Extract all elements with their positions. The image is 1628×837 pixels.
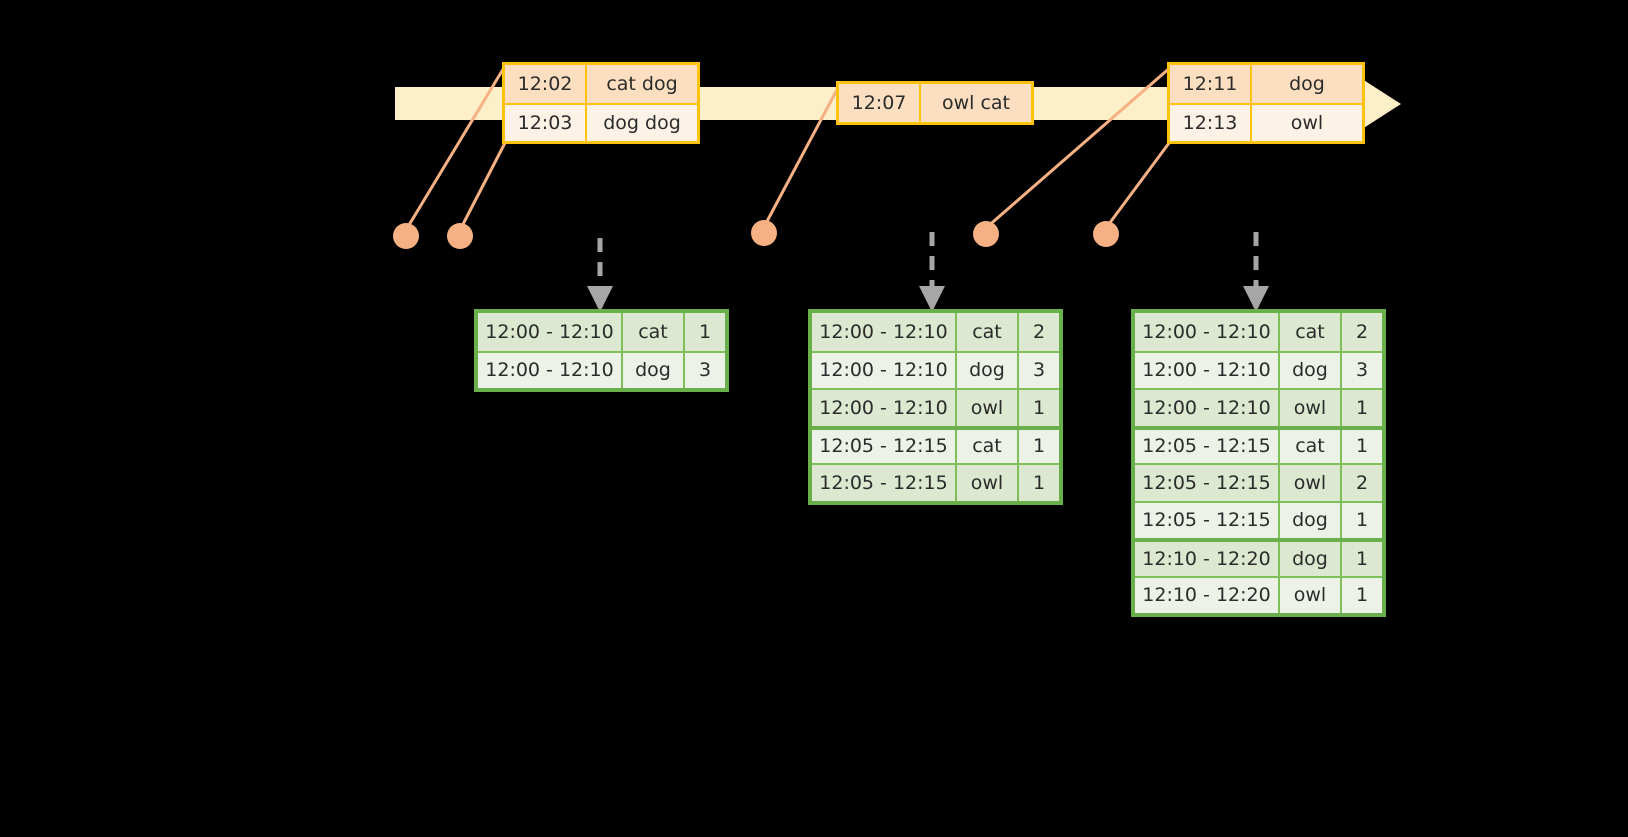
word-cell: dog — [1278, 352, 1340, 388]
count-cell: 3 — [1340, 352, 1382, 388]
event-timestamp: 12:07 — [839, 84, 921, 122]
word-cell: owl — [1278, 465, 1340, 501]
down-arrow-2 — [919, 232, 945, 312]
word-cell: cat — [955, 429, 1017, 463]
event-words: dog dog — [587, 105, 697, 141]
window-cell: 12:05 - 12:15 — [1135, 429, 1278, 463]
word-cell: cat — [1278, 429, 1340, 463]
count-cell: 1 — [1017, 390, 1059, 426]
down-arrow-head-icon — [587, 286, 613, 312]
word-cell: cat — [1278, 313, 1340, 351]
event-timestamp: 12:13 — [1170, 105, 1252, 141]
connector-dot-2 — [447, 223, 473, 249]
word-cell: owl — [1278, 577, 1340, 613]
window-cell: 12:05 - 12:15 — [812, 429, 955, 463]
down-arrow-head-icon — [1243, 286, 1269, 312]
count-cell: 1 — [1340, 542, 1382, 576]
word-cell: owl — [955, 465, 1017, 501]
word-cell: dog — [955, 352, 1017, 388]
window-cell: 12:00 - 12:10 — [812, 352, 955, 388]
count-cell: 1 — [1017, 429, 1059, 463]
word-cell: owl — [955, 390, 1017, 426]
down-arrow-3 — [1243, 232, 1269, 312]
connector-dot-4 — [973, 221, 999, 247]
window-cell: 12:10 - 12:20 — [1135, 577, 1278, 613]
connector-dot-3 — [751, 220, 777, 246]
connector-line-2 — [458, 138, 509, 231]
count-cell: 2 — [1017, 313, 1059, 351]
window-cell: 12:00 - 12:10 — [1135, 352, 1278, 388]
window-cell: 12:05 - 12:15 — [1135, 502, 1278, 538]
window-cell: 12:05 - 12:15 — [1135, 465, 1278, 501]
connector-dot-5 — [1093, 221, 1119, 247]
word-cell: cat — [621, 313, 683, 351]
count-cell: 3 — [1017, 352, 1059, 388]
event-words: cat dog — [587, 65, 697, 103]
window-cell: 12:00 - 12:10 — [478, 352, 621, 388]
window-cell: 12:00 - 12:10 — [812, 313, 955, 351]
word-cell: cat — [955, 313, 1017, 351]
count-cell: 2 — [1340, 465, 1382, 501]
word-cell: dog — [1278, 502, 1340, 538]
connector-dot-1 — [393, 223, 419, 249]
count-cell: 1 — [1340, 390, 1382, 426]
event-words: owl cat — [921, 84, 1031, 122]
event-timestamp: 12:03 — [505, 105, 587, 141]
count-cell: 1 — [1340, 429, 1382, 463]
window-cell: 12:00 - 12:10 — [812, 390, 955, 426]
count-cell: 1 — [1017, 465, 1059, 501]
connector-line-5 — [1104, 138, 1174, 229]
window-cell: 12:00 - 12:10 — [478, 313, 621, 351]
count-cell: 3 — [683, 352, 725, 388]
window-cell: 12:00 - 12:10 — [1135, 390, 1278, 426]
down-arrow-head-icon — [919, 286, 945, 312]
window-cell: 12:10 - 12:20 — [1135, 542, 1278, 576]
count-cell: 2 — [1340, 313, 1382, 351]
word-cell: dog — [1278, 542, 1340, 576]
window-cell: 12:05 - 12:15 — [812, 465, 955, 501]
event-words: owl — [1252, 105, 1362, 141]
event-timestamp: 12:02 — [505, 65, 587, 103]
count-cell: 1 — [683, 313, 725, 351]
word-cell: dog — [621, 352, 683, 388]
count-cell: 1 — [1340, 577, 1382, 613]
count-cell: 1 — [1340, 502, 1382, 538]
down-arrow-1 — [587, 238, 613, 312]
window-cell: 12:00 - 12:10 — [1135, 313, 1278, 351]
event-words: dog — [1252, 65, 1362, 103]
event-timestamp: 12:11 — [1170, 65, 1252, 103]
word-cell: owl — [1278, 390, 1340, 426]
